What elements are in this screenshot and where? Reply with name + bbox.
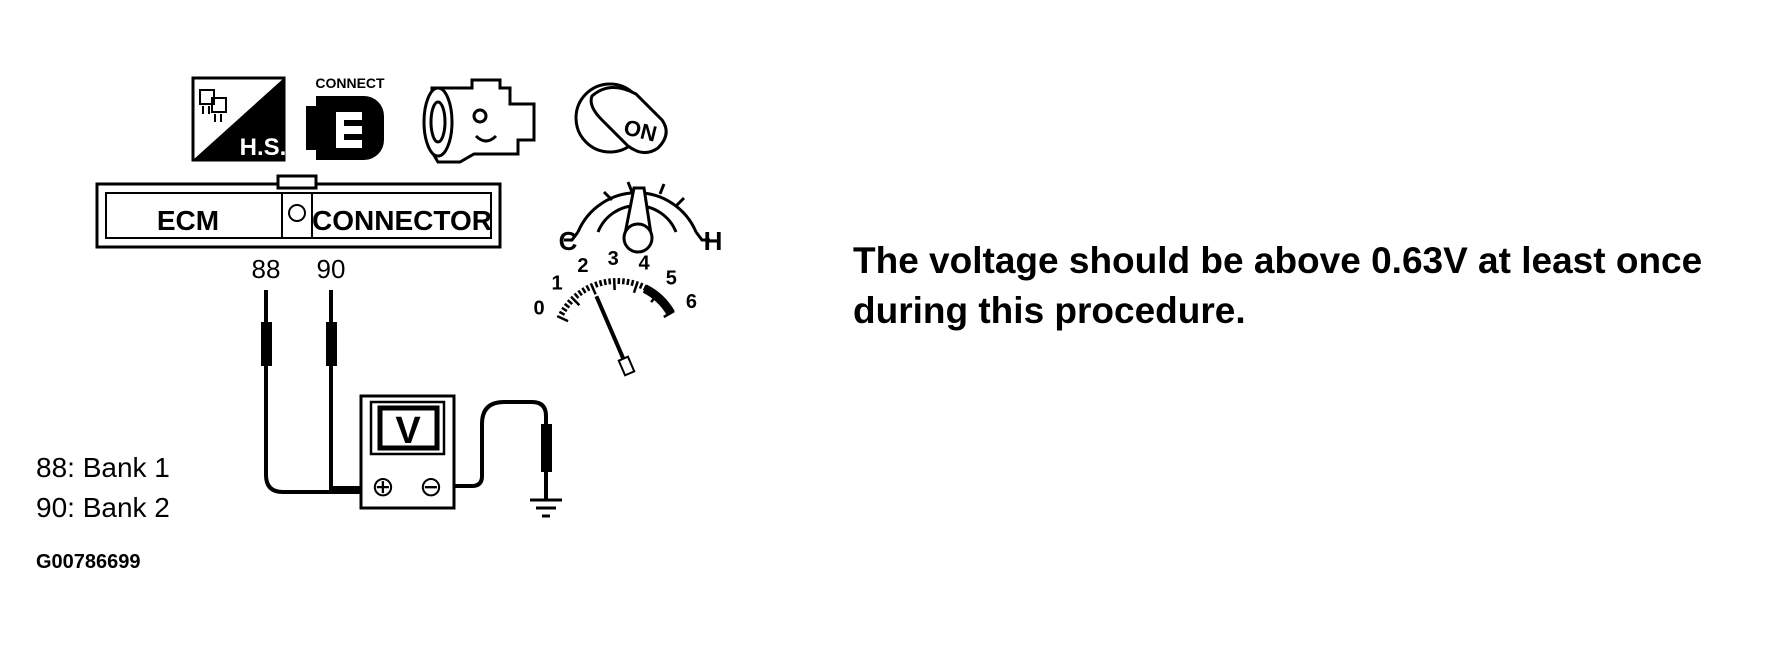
tachometer-tick [566, 299, 574, 306]
ignition-key-on-icon: ON [574, 82, 668, 154]
tachometer-tick [608, 278, 612, 285]
tachometer-tick [642, 284, 648, 291]
tachometer-tick [563, 302, 571, 309]
tachometer-tick [594, 281, 599, 288]
tachometer-tick [626, 278, 630, 286]
tachometer-scale-label: 1 [552, 272, 563, 294]
probe-wires [264, 290, 366, 494]
tachometer-scale-label: 0 [533, 298, 544, 320]
instruction-line-2: during this procedure. [853, 290, 1246, 331]
instruction-text: The voltage should be above 0.63V at lea… [853, 236, 1773, 336]
voltmeter-v-label: V [395, 410, 421, 452]
tachometer-tick [561, 306, 568, 313]
tachometer-needle [594, 295, 636, 377]
tachometer-tick [589, 282, 597, 295]
tachometer-tick [585, 284, 591, 292]
ground-symbol-icon [530, 498, 562, 518]
temperature-gauge-icon: C H [559, 181, 723, 256]
ecm-connector: ECM CONNECTOR 88 90 [95, 174, 502, 284]
figure-id: G00786699 [36, 551, 141, 573]
tachometer-tick [581, 287, 587, 294]
voltmeter-minus-terminal: ⊖ [419, 470, 442, 503]
ecm-label: ECM [157, 205, 219, 236]
pin-90-label: 90 [317, 254, 346, 284]
tachometer-tick [556, 314, 569, 323]
pin-88-label: 88 [252, 254, 281, 284]
instruction-line-1: The voltage should be above 0.63V at lea… [853, 240, 1703, 281]
tachometer-scale-label: 6 [686, 291, 697, 313]
voltmeter: V ⊕ ⊖ [359, 394, 456, 510]
legend-bank-1: 88: Bank 1 [36, 452, 170, 483]
probe-90 [326, 322, 337, 366]
tachometer-tick [638, 282, 644, 290]
hs-label: H.S. [240, 134, 287, 161]
hot-soak-hs-icon: H.S. [191, 76, 287, 162]
tachometer-scale-label: 5 [666, 267, 677, 289]
engine-icon [422, 78, 536, 164]
tachometer-tick [577, 289, 583, 297]
ground-lead [454, 400, 548, 500]
tachometer-tick [630, 279, 635, 287]
connector-label: CONNECTOR [312, 205, 492, 236]
connect-icon: CONNECT [306, 75, 385, 160]
gauge-hot-label: H [704, 226, 723, 256]
tachometer-tick [558, 310, 566, 316]
connect-label: CONNECT [315, 75, 385, 91]
gauge-cold-label: C [559, 226, 578, 256]
tachometer-tick [612, 278, 616, 291]
tachometer-scale-label: 2 [577, 255, 588, 277]
tachometer-tick [621, 278, 625, 285]
tachometer-tick [570, 295, 581, 307]
legend-bank-2: 90: Bank 2 [36, 492, 170, 523]
probe-88 [261, 322, 272, 366]
ground-probe [541, 424, 552, 472]
tachometer-tick [573, 292, 580, 299]
voltmeter-plus-terminal: ⊕ [371, 470, 394, 503]
tachometer-scale-label: 4 [638, 252, 650, 274]
tachometer-tick [603, 278, 607, 286]
tachometer-tick [632, 280, 639, 294]
tachometer-tick [598, 279, 603, 287]
tachometer-scale-label: 3 [608, 248, 619, 270]
